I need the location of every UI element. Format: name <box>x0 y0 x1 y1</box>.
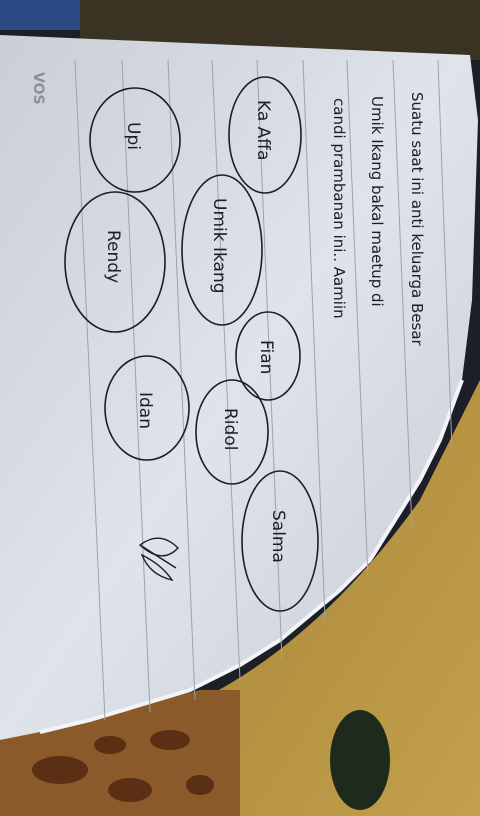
ruled-lines <box>74 59 453 721</box>
name-idan: Idan <box>135 392 155 429</box>
note-line-3: candi prambanan ini.. Aamiin <box>330 98 348 319</box>
note-line-1: Suatu saat ini anti keluarga Besar <box>408 92 426 347</box>
name-salma: Salma <box>268 510 288 563</box>
name-circles <box>64 76 319 612</box>
giraffe-spots <box>32 730 214 802</box>
name-ridol: Ridol <box>220 408 240 450</box>
note-text: Suatu saat ini anti keluarga Besar Umik … <box>330 92 426 347</box>
torn-edge <box>39 379 464 734</box>
name-fian: Fian <box>256 340 276 374</box>
name-upi: Upi <box>123 122 143 150</box>
blue-corner <box>0 0 80 30</box>
note-line-2: Umik Ikang bakal maetup di <box>368 96 386 307</box>
paper-brand: VOS <box>30 72 46 105</box>
fabric-dark-pattern <box>330 710 390 810</box>
name-ka-affa: Ka Affa <box>253 100 273 160</box>
circled-names: Ka Affa Upi Umik Ikang Rendy Fian Ridol … <box>103 100 288 563</box>
torn-paper <box>0 35 478 740</box>
yellow-fabric <box>200 380 480 816</box>
giraffe-fabric <box>0 690 240 816</box>
leaf-doodle-icon <box>138 537 179 582</box>
name-umik-ikang: Umik Ikang <box>209 198 229 294</box>
name-rendy: Rendy <box>103 230 123 283</box>
